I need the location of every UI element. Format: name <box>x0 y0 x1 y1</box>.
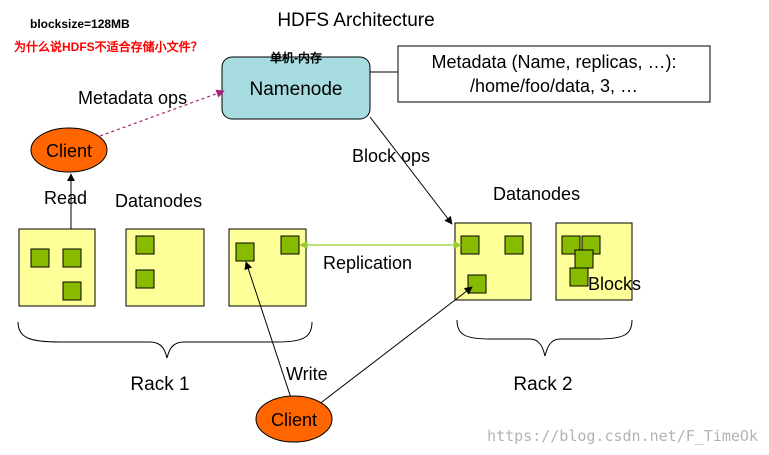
block <box>62 248 82 268</box>
block <box>135 235 155 255</box>
watermark: https://blog.csdn.net/F_TimeOk <box>487 427 758 445</box>
namenode-box <box>221 56 371 120</box>
rack1-brace <box>17 321 313 359</box>
diagram-title: HDFS Architecture <box>277 10 434 31</box>
block <box>569 267 589 287</box>
block <box>467 274 487 294</box>
small-files-question: 为什么说HDFS不适合存储小文件？ <box>14 39 203 54</box>
client-bottom-label: Client <box>271 410 317 430</box>
block-ops-arrow <box>369 116 453 225</box>
client-bottom <box>255 395 333 443</box>
write-arrow-rack1 <box>244 261 292 399</box>
metadata-box <box>397 45 711 103</box>
block-ops-label: Block ops <box>352 146 430 166</box>
datanode-rack2-1 <box>454 222 532 301</box>
read-label: Read <box>44 188 87 208</box>
block <box>135 269 155 289</box>
datanodes-label-left: Datanodes <box>115 191 202 211</box>
metadata-line-1: Metadata (Name, replicas, …): <box>431 52 676 72</box>
blocks-label: Blocks <box>588 274 641 294</box>
client-top-label: Client <box>46 141 92 161</box>
blocksize-annotation: blocksize=128MB <box>30 17 130 31</box>
block <box>460 235 480 255</box>
block <box>62 281 82 301</box>
datanodes-label-right: Datanodes <box>493 184 580 204</box>
metadata-line-2: /home/foo/data, 3, … <box>470 76 638 96</box>
block <box>504 235 524 255</box>
write-arrow-rack2 <box>317 286 473 406</box>
rack2-brace <box>456 319 633 357</box>
block <box>30 248 50 268</box>
single-machine-memory-annotation: 单机-内存 <box>270 50 322 65</box>
block <box>574 249 594 269</box>
client-top <box>30 127 108 173</box>
metadata-ops-label: Metadata ops <box>78 88 187 108</box>
replication-label: Replication <box>323 253 412 273</box>
block <box>235 242 255 262</box>
metadata-ops-arrow <box>99 89 225 137</box>
namenode-label: Namenode <box>250 79 343 100</box>
rack2-label: Rack 2 <box>513 374 572 395</box>
datanode-rack1-1 <box>18 228 96 307</box>
rack1-label: Rack 1 <box>130 374 189 395</box>
block <box>280 235 300 255</box>
write-label: Write <box>286 364 328 384</box>
